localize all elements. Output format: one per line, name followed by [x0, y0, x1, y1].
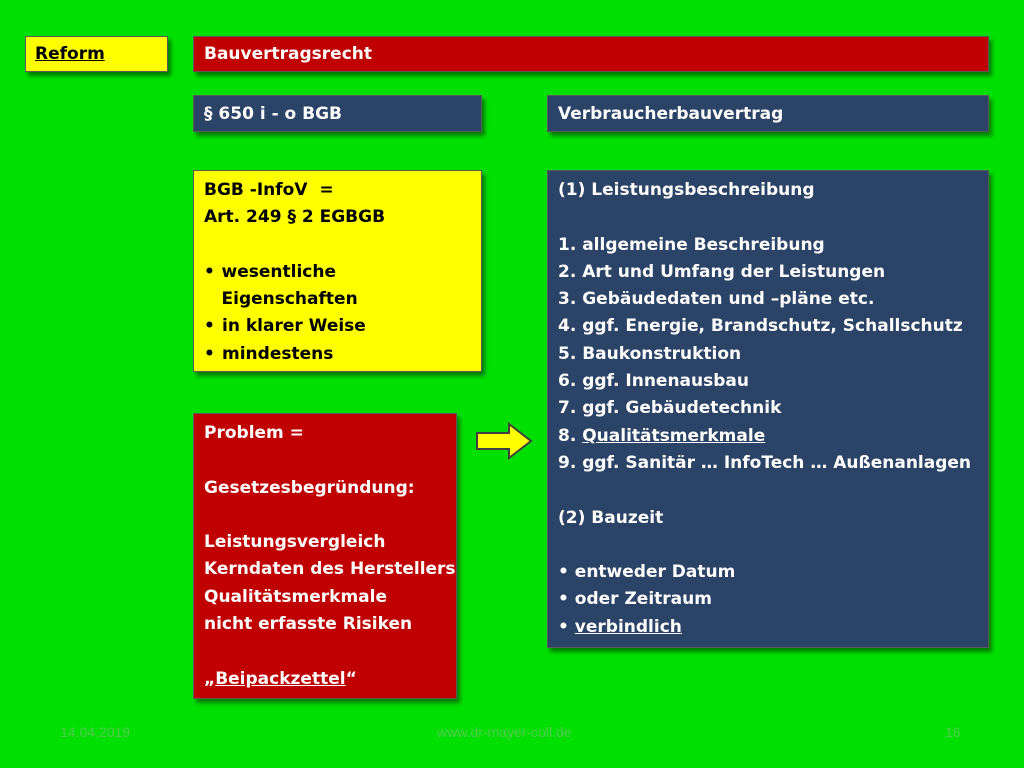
problem-item: Qualitätsmerkmale: [204, 586, 387, 607]
contract-type-text: Verbraucherbauvertrag: [558, 104, 784, 124]
title-text: Bauvertragsrecht: [204, 44, 373, 64]
reform-text: Reform: [35, 44, 105, 64]
leistung-item: 5. Baukonstruktion: [558, 343, 742, 364]
infov-bullet: •mindestens: [204, 343, 334, 364]
contract-type-box: Verbraucherbauvertrag: [547, 95, 989, 132]
leistung-heading-1: (1) Leistungsbeschreibung: [558, 180, 815, 200]
leistung-item: 4. ggf. Energie, Brandschutz, Schallschu…: [558, 316, 963, 337]
leistung-item: 3. Gebäudedaten und –pläne etc.: [558, 289, 875, 310]
right-arrow-icon: [476, 421, 533, 461]
bauzeit-bullet: • entweder Datum: [558, 562, 736, 583]
spacer: [204, 447, 446, 474]
problem-quote: „Beipackzettel“: [204, 668, 357, 689]
problem-line-2: Gesetzesbegründung:: [204, 477, 415, 498]
infov-bullet: •in klarer Weise: [204, 316, 366, 337]
spacer: [204, 232, 471, 259]
problem-item: Leistungsvergleich: [204, 532, 386, 553]
title-bar: Bauvertragsrecht: [193, 36, 989, 72]
leistung-item: 1. allgemeine Beschreibung: [558, 234, 825, 255]
spacer: [204, 638, 446, 665]
leistung-heading-2: (2) Bauzeit: [558, 507, 664, 528]
bauzeit-bullet: • oder Zeitraum: [558, 589, 712, 610]
spacer: [558, 532, 978, 559]
leistung-item: 9. ggf. Sanitär … InfoTech … Außenanlage…: [558, 452, 972, 473]
leistung-item: 2. Art und Umfang der Leistungen: [558, 261, 886, 282]
leistung-box: (1) Leistungsbeschreibung 1. allgemeine …: [547, 170, 989, 648]
infov-line-1: BGB -InfoV =: [204, 180, 334, 200]
spacer: [558, 204, 978, 231]
leistung-item: 6. ggf. Innenausbau: [558, 371, 749, 392]
problem-item: Kerndaten des Herstellers: [204, 559, 456, 580]
beipackzettel-text: Beipackzettel: [215, 668, 346, 689]
footer-page-number: 16: [945, 724, 961, 740]
bauzeit-bullet: • verbindlich: [558, 616, 682, 637]
problem-line-1: Problem =: [204, 423, 304, 443]
qualitaetsmerkmale-text: Qualitätsmerkmale: [582, 425, 766, 446]
paragraph-text: § 650 i - o BGB: [204, 104, 343, 124]
infov-bullet: •wesentliche Eigenschaften: [204, 261, 358, 310]
footer-url: www.dr-mayer-coll.de: [437, 724, 572, 740]
leistung-item-8: 8. Qualitätsmerkmale: [558, 425, 766, 446]
problem-item: nicht erfasste Risiken: [204, 614, 413, 635]
infov-box: BGB -InfoV = Art. 249 § 2 EGBGB •wesentl…: [193, 170, 482, 372]
problem-box: Problem = Gesetzesbegründung: Leistungsv…: [193, 413, 457, 699]
infov-line-2: Art. 249 § 2 EGBGB: [204, 207, 386, 228]
leistung-item: 7. ggf. Gebäudetechnik: [558, 398, 782, 419]
spacer: [204, 502, 446, 529]
paragraph-box: § 650 i - o BGB: [193, 95, 482, 132]
spacer: [558, 477, 978, 504]
verbindlich-text: verbindlich: [574, 616, 682, 637]
reform-label: Reform: [25, 36, 168, 72]
footer-date: 14.04.2019: [60, 724, 131, 740]
